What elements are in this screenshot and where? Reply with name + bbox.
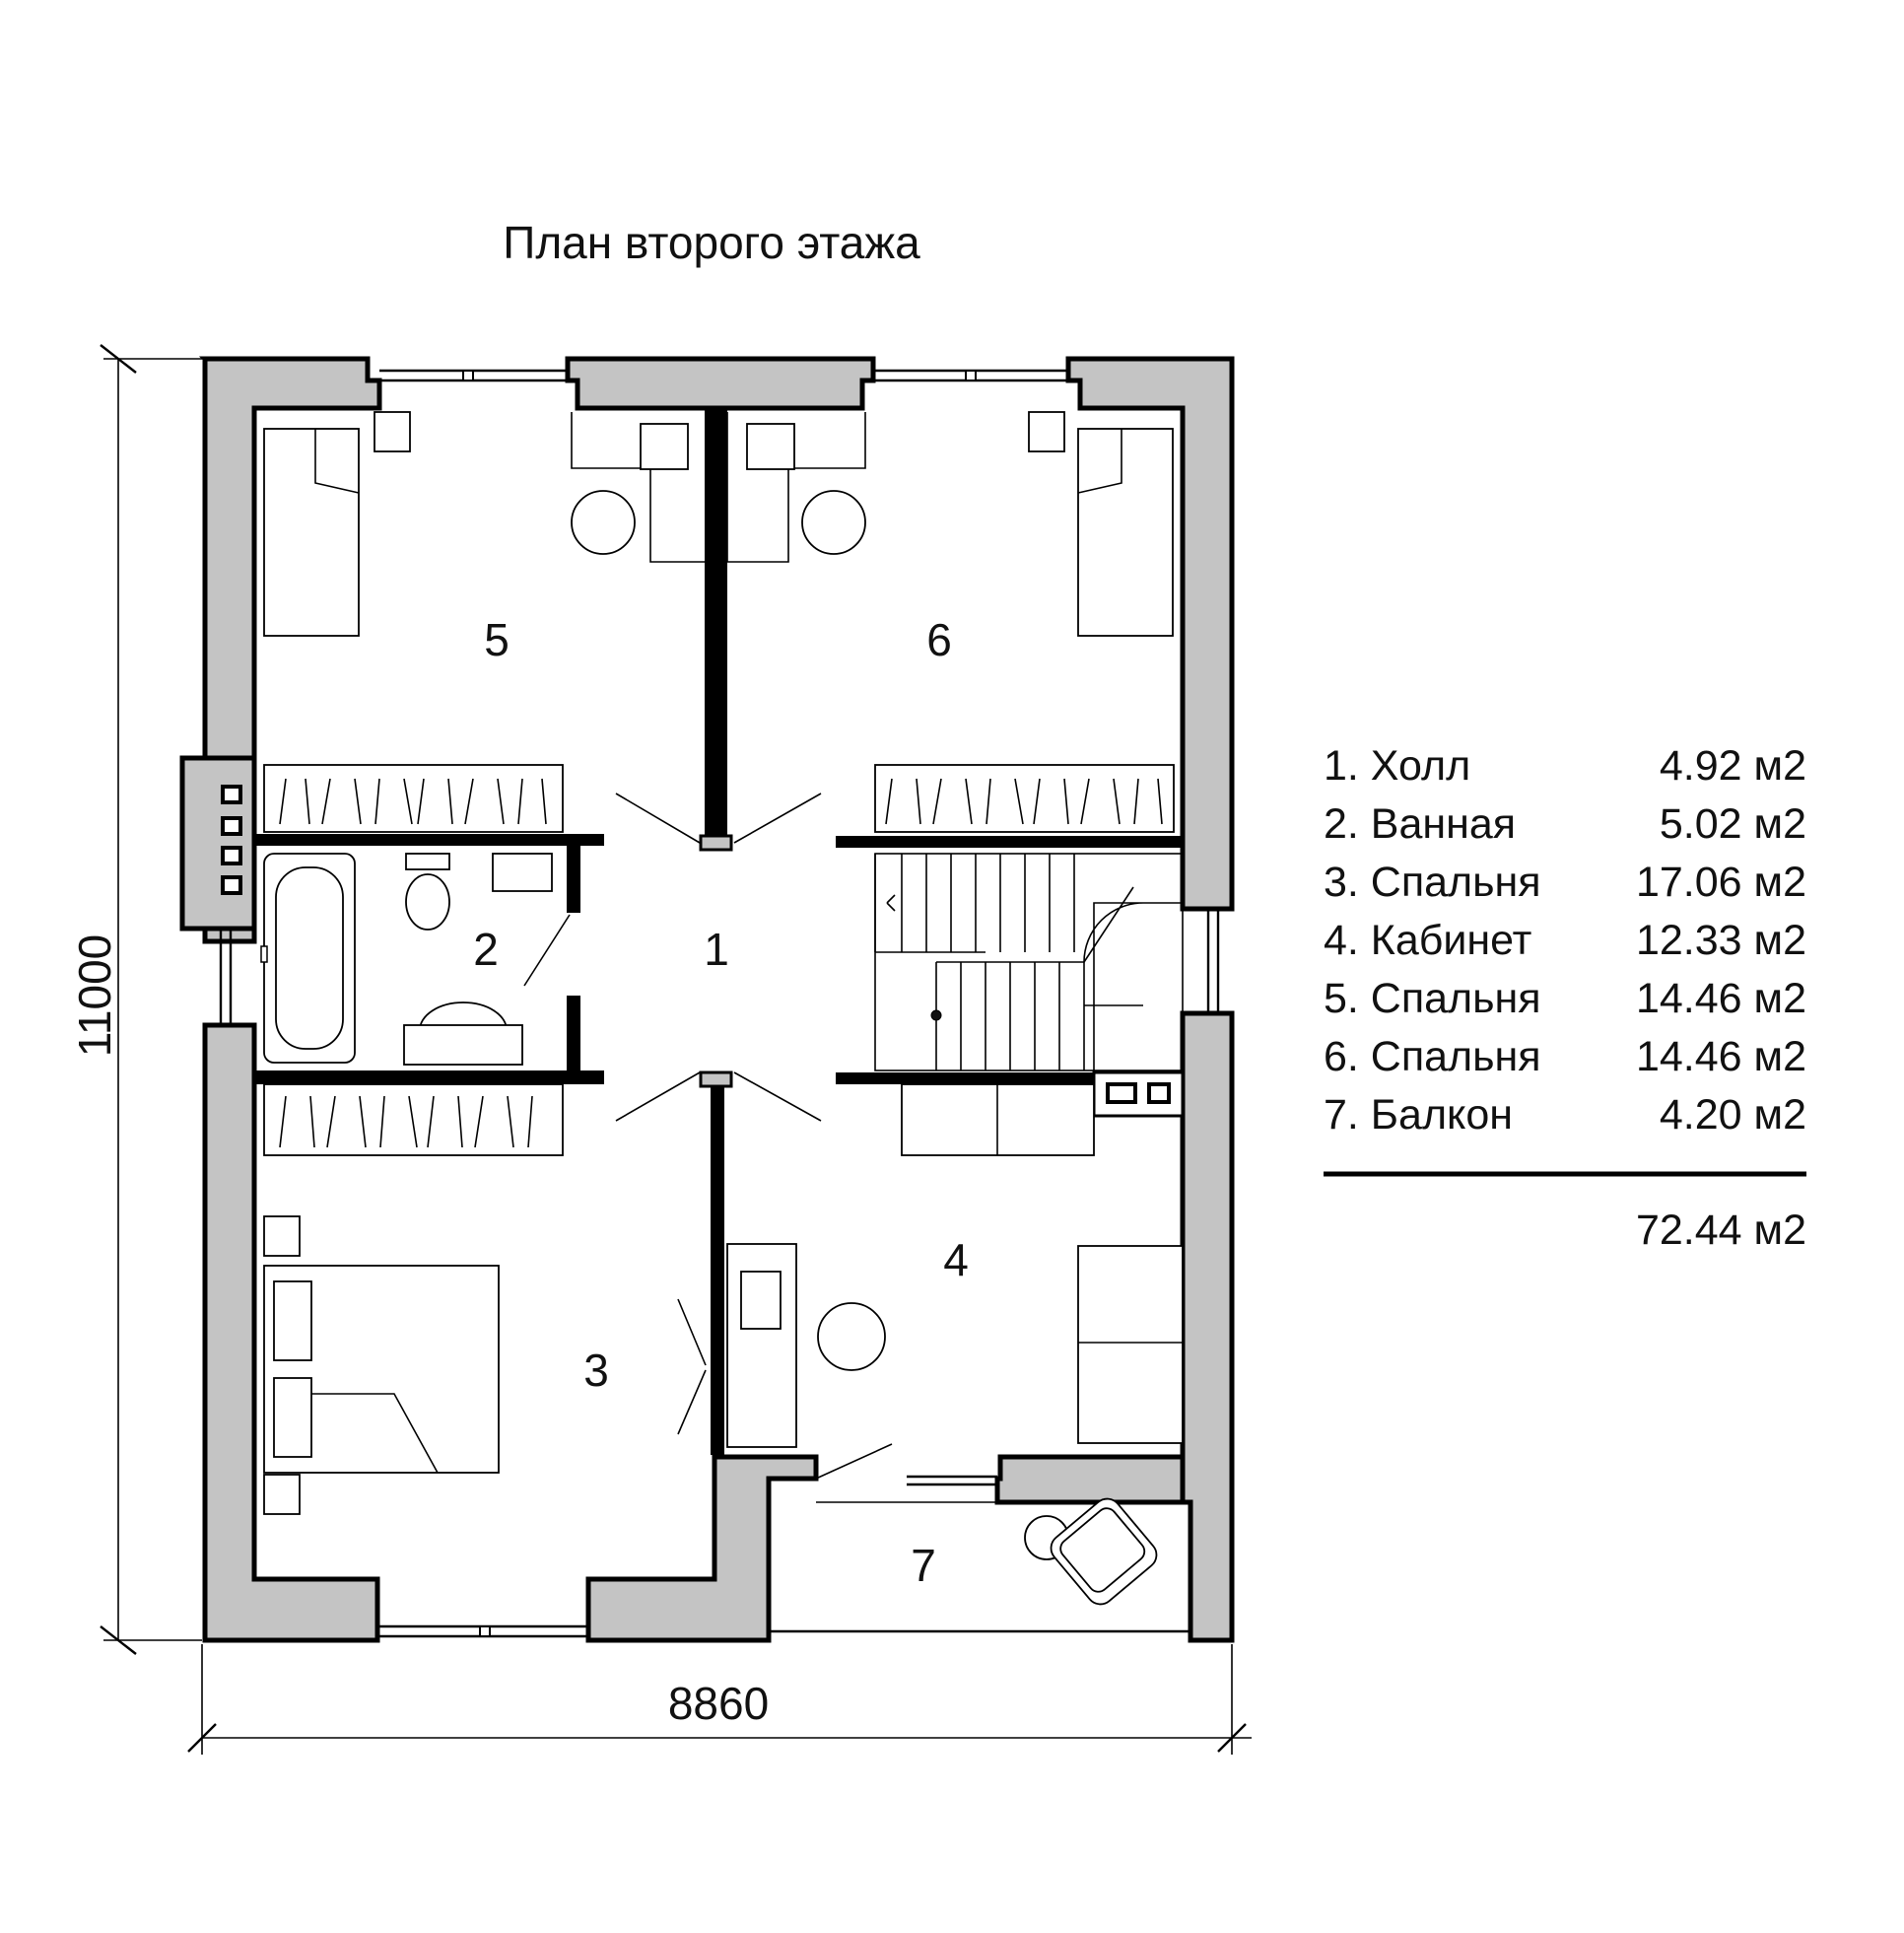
door-swings (523, 793, 893, 1480)
exterior-wall-top-middle (565, 356, 876, 411)
monitor-room-6 (746, 423, 795, 470)
bed-room-6 (1077, 428, 1174, 637)
wall-2-3 (254, 1070, 604, 1084)
chimney-flues (221, 785, 242, 895)
balcony-chair (1050, 1497, 1158, 1606)
wall-end-cap (699, 834, 733, 852)
area-legend: 1. Холл 4.92 м2 2. Ванная 5.02 м2 3. Спа… (1324, 742, 1806, 1254)
legend-area-3: 17.06 м2 (1636, 859, 1806, 906)
window-bottom (377, 1624, 588, 1638)
legend-total-area: 72.44 м2 (1636, 1207, 1806, 1254)
legend-area-2: 5.02 м2 (1660, 800, 1806, 848)
width-dimension: 8860 (187, 1644, 1252, 1755)
window-right (1206, 909, 1220, 1013)
nightstand-room-6 (1028, 411, 1065, 452)
staircase (874, 853, 1184, 1071)
wall-3-4 (711, 1076, 724, 1455)
room-number-5: 5 (484, 614, 510, 665)
bed-room-5 (263, 428, 360, 637)
chair-room-6 (801, 490, 866, 555)
height-dimension-label: 11000 (69, 934, 120, 1058)
exterior-wall-top-right (1065, 356, 1235, 912)
wall-end-cap-lower (699, 1070, 733, 1088)
plan-title: План второго этажа (503, 217, 920, 268)
window-top-right (873, 369, 1068, 382)
window-balcony (907, 1475, 997, 1486)
vent-duct-1 (1106, 1082, 1137, 1104)
legend-area-4: 12.33 м2 (1636, 917, 1806, 964)
wall-5-6 (705, 408, 727, 842)
room-number-1: 1 (704, 924, 729, 975)
room-6-furniture (726, 411, 1175, 833)
room-2-furniture (260, 853, 553, 1066)
monitor-room-4 (740, 1271, 782, 1330)
wall-stair-4 (836, 1072, 1094, 1084)
room-number-7: 7 (911, 1540, 936, 1591)
bath-door-jamb-top (567, 834, 580, 913)
room-number-4: 4 (943, 1234, 969, 1285)
legend-area-1: 4.92 м2 (1660, 742, 1806, 790)
legend-area-7: 4.20 м2 (1660, 1091, 1806, 1139)
room-number-2: 2 (473, 924, 499, 975)
legend-label-7: 7. Балкон (1324, 1091, 1513, 1139)
window-left (219, 929, 233, 1025)
room-number-3: 3 (583, 1345, 609, 1396)
wall-5-2 (254, 834, 604, 846)
sofa-room-4 (1077, 1245, 1184, 1444)
exterior-wall-south-right (994, 1454, 1186, 1505)
nightstand-room-3-bottom (263, 1474, 301, 1515)
chimney-block (179, 755, 257, 932)
legend-area-5: 14.46 м2 (1636, 975, 1806, 1022)
window-top-left (379, 369, 568, 382)
height-dimension: 11000 (69, 344, 202, 1655)
balcony (769, 1497, 1190, 1633)
chair-room-5 (571, 490, 636, 555)
room-5-furniture (263, 411, 705, 833)
legend-label-5: 5. Спальня (1324, 975, 1541, 1022)
room-4-furniture (726, 1083, 1184, 1448)
vent-duct-2 (1147, 1082, 1171, 1104)
exterior-wall-bottom-right-of-window (585, 1454, 819, 1643)
wardrobe-room-6 (874, 764, 1175, 833)
legend-label-2: 2. Ванная (1324, 800, 1516, 848)
room-3-furniture (263, 1083, 564, 1515)
legend-label-6: 6. Спальня (1324, 1033, 1541, 1080)
legend-area-6: 14.46 м2 (1636, 1033, 1806, 1080)
legend-label-4: 4. Кабинет (1324, 917, 1531, 964)
room-number-6: 6 (926, 614, 952, 665)
exterior-wall-left-lower (202, 1022, 380, 1643)
legend-label-1: 1. Холл (1324, 742, 1470, 790)
monitor-room-5 (640, 423, 689, 470)
width-dimension-label: 8860 (668, 1678, 769, 1729)
nightstand-room-3-top (263, 1215, 301, 1257)
wall-6-stair (836, 836, 1183, 848)
bath-door-jamb-bottom (567, 996, 580, 1074)
legend-label-3: 3. Спальня (1324, 859, 1541, 906)
exterior-wall-right-lower (1180, 1010, 1235, 1643)
bath-cabinet (492, 853, 553, 892)
chair-room-4 (817, 1302, 886, 1371)
nightstand-room-5 (374, 411, 411, 452)
wardrobe-room-5 (263, 764, 564, 833)
toilet (405, 873, 450, 931)
